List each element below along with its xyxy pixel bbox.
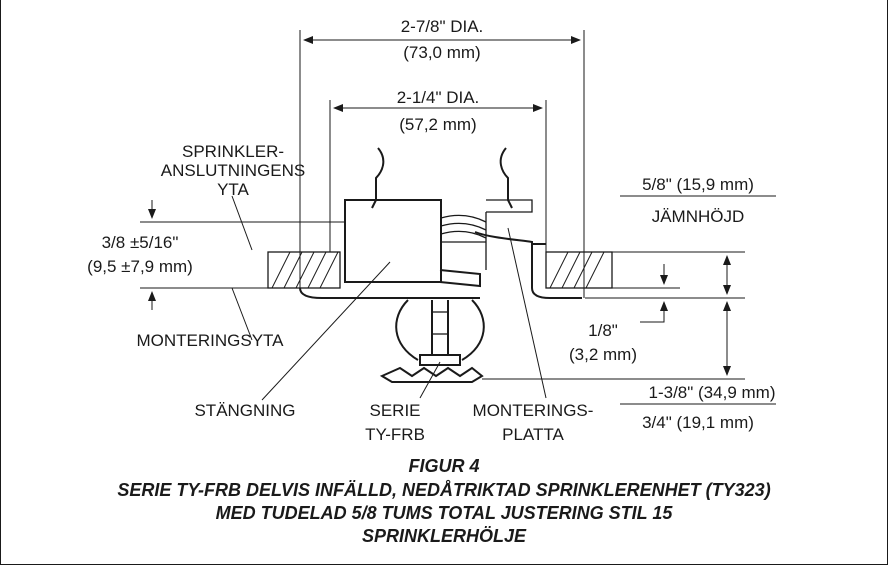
flush-label: JÄMNHÖJD xyxy=(652,207,745,226)
deflector xyxy=(379,311,484,383)
extension-lines xyxy=(140,30,745,380)
pipe-fitting xyxy=(371,147,513,209)
total-min: 3/4" (19,1 mm) xyxy=(642,413,754,432)
leader-lines xyxy=(231,195,547,401)
closure-cup xyxy=(344,199,442,283)
figure-number: FIGUR 4 xyxy=(408,456,479,476)
caption-line-2: MED TUDELAD 5/8 TUMS TOTAL JUSTERING STI… xyxy=(216,503,674,523)
sprinkler-frame xyxy=(395,299,485,366)
mounting-plate xyxy=(299,231,582,299)
small-gap-metric: (3,2 mm) xyxy=(569,345,637,364)
dimension-arrows xyxy=(148,36,731,376)
inner-dia-imperial: 2-1/4" DIA. xyxy=(397,88,480,107)
small-gap-imperial: 1/8" xyxy=(588,321,618,340)
sprinkler-surface-line-2: ANSLUTNINGENS xyxy=(161,161,306,180)
recess-metric: (9,5 ±7,9 mm) xyxy=(87,257,193,276)
mounting-plate-label-line-1: MONTERINGS- xyxy=(473,401,594,420)
total-max: 1-3/8" (34,9 mm) xyxy=(649,383,776,402)
caption-line-1: SERIE TY-FRB DELVIS INFÄLLD, NEDÅTRIKTAD… xyxy=(117,480,770,500)
flush-value: 5/8" (15,9 mm) xyxy=(642,175,754,194)
series-label-line-2: TY-FRB xyxy=(365,425,425,444)
mounting-plate-label-line-2: PLATTA xyxy=(502,425,564,444)
mounting-surface-label: MONTERINGSYTA xyxy=(136,331,284,350)
sprinkler-surface-line-3: YTA xyxy=(217,180,249,199)
series-label-line-1: SERIE xyxy=(369,401,420,420)
ceiling-left xyxy=(267,251,341,289)
ceiling-right xyxy=(545,251,613,289)
outer-dia-metric: (73,0 mm) xyxy=(403,43,480,62)
outer-dia-imperial: 2-7/8" DIA. xyxy=(401,17,484,36)
inner-dia-metric: (57,2 mm) xyxy=(399,115,476,134)
recess-imperial: 3/8 ±5/16" xyxy=(102,233,179,252)
sprinkler-body xyxy=(440,199,533,270)
closure-label: STÄNGNING xyxy=(194,401,295,420)
sprinkler-surface-line-1: SPRINKLER- xyxy=(182,142,284,161)
caption-line-3: SPRINKLERHÖLJE xyxy=(362,526,527,546)
